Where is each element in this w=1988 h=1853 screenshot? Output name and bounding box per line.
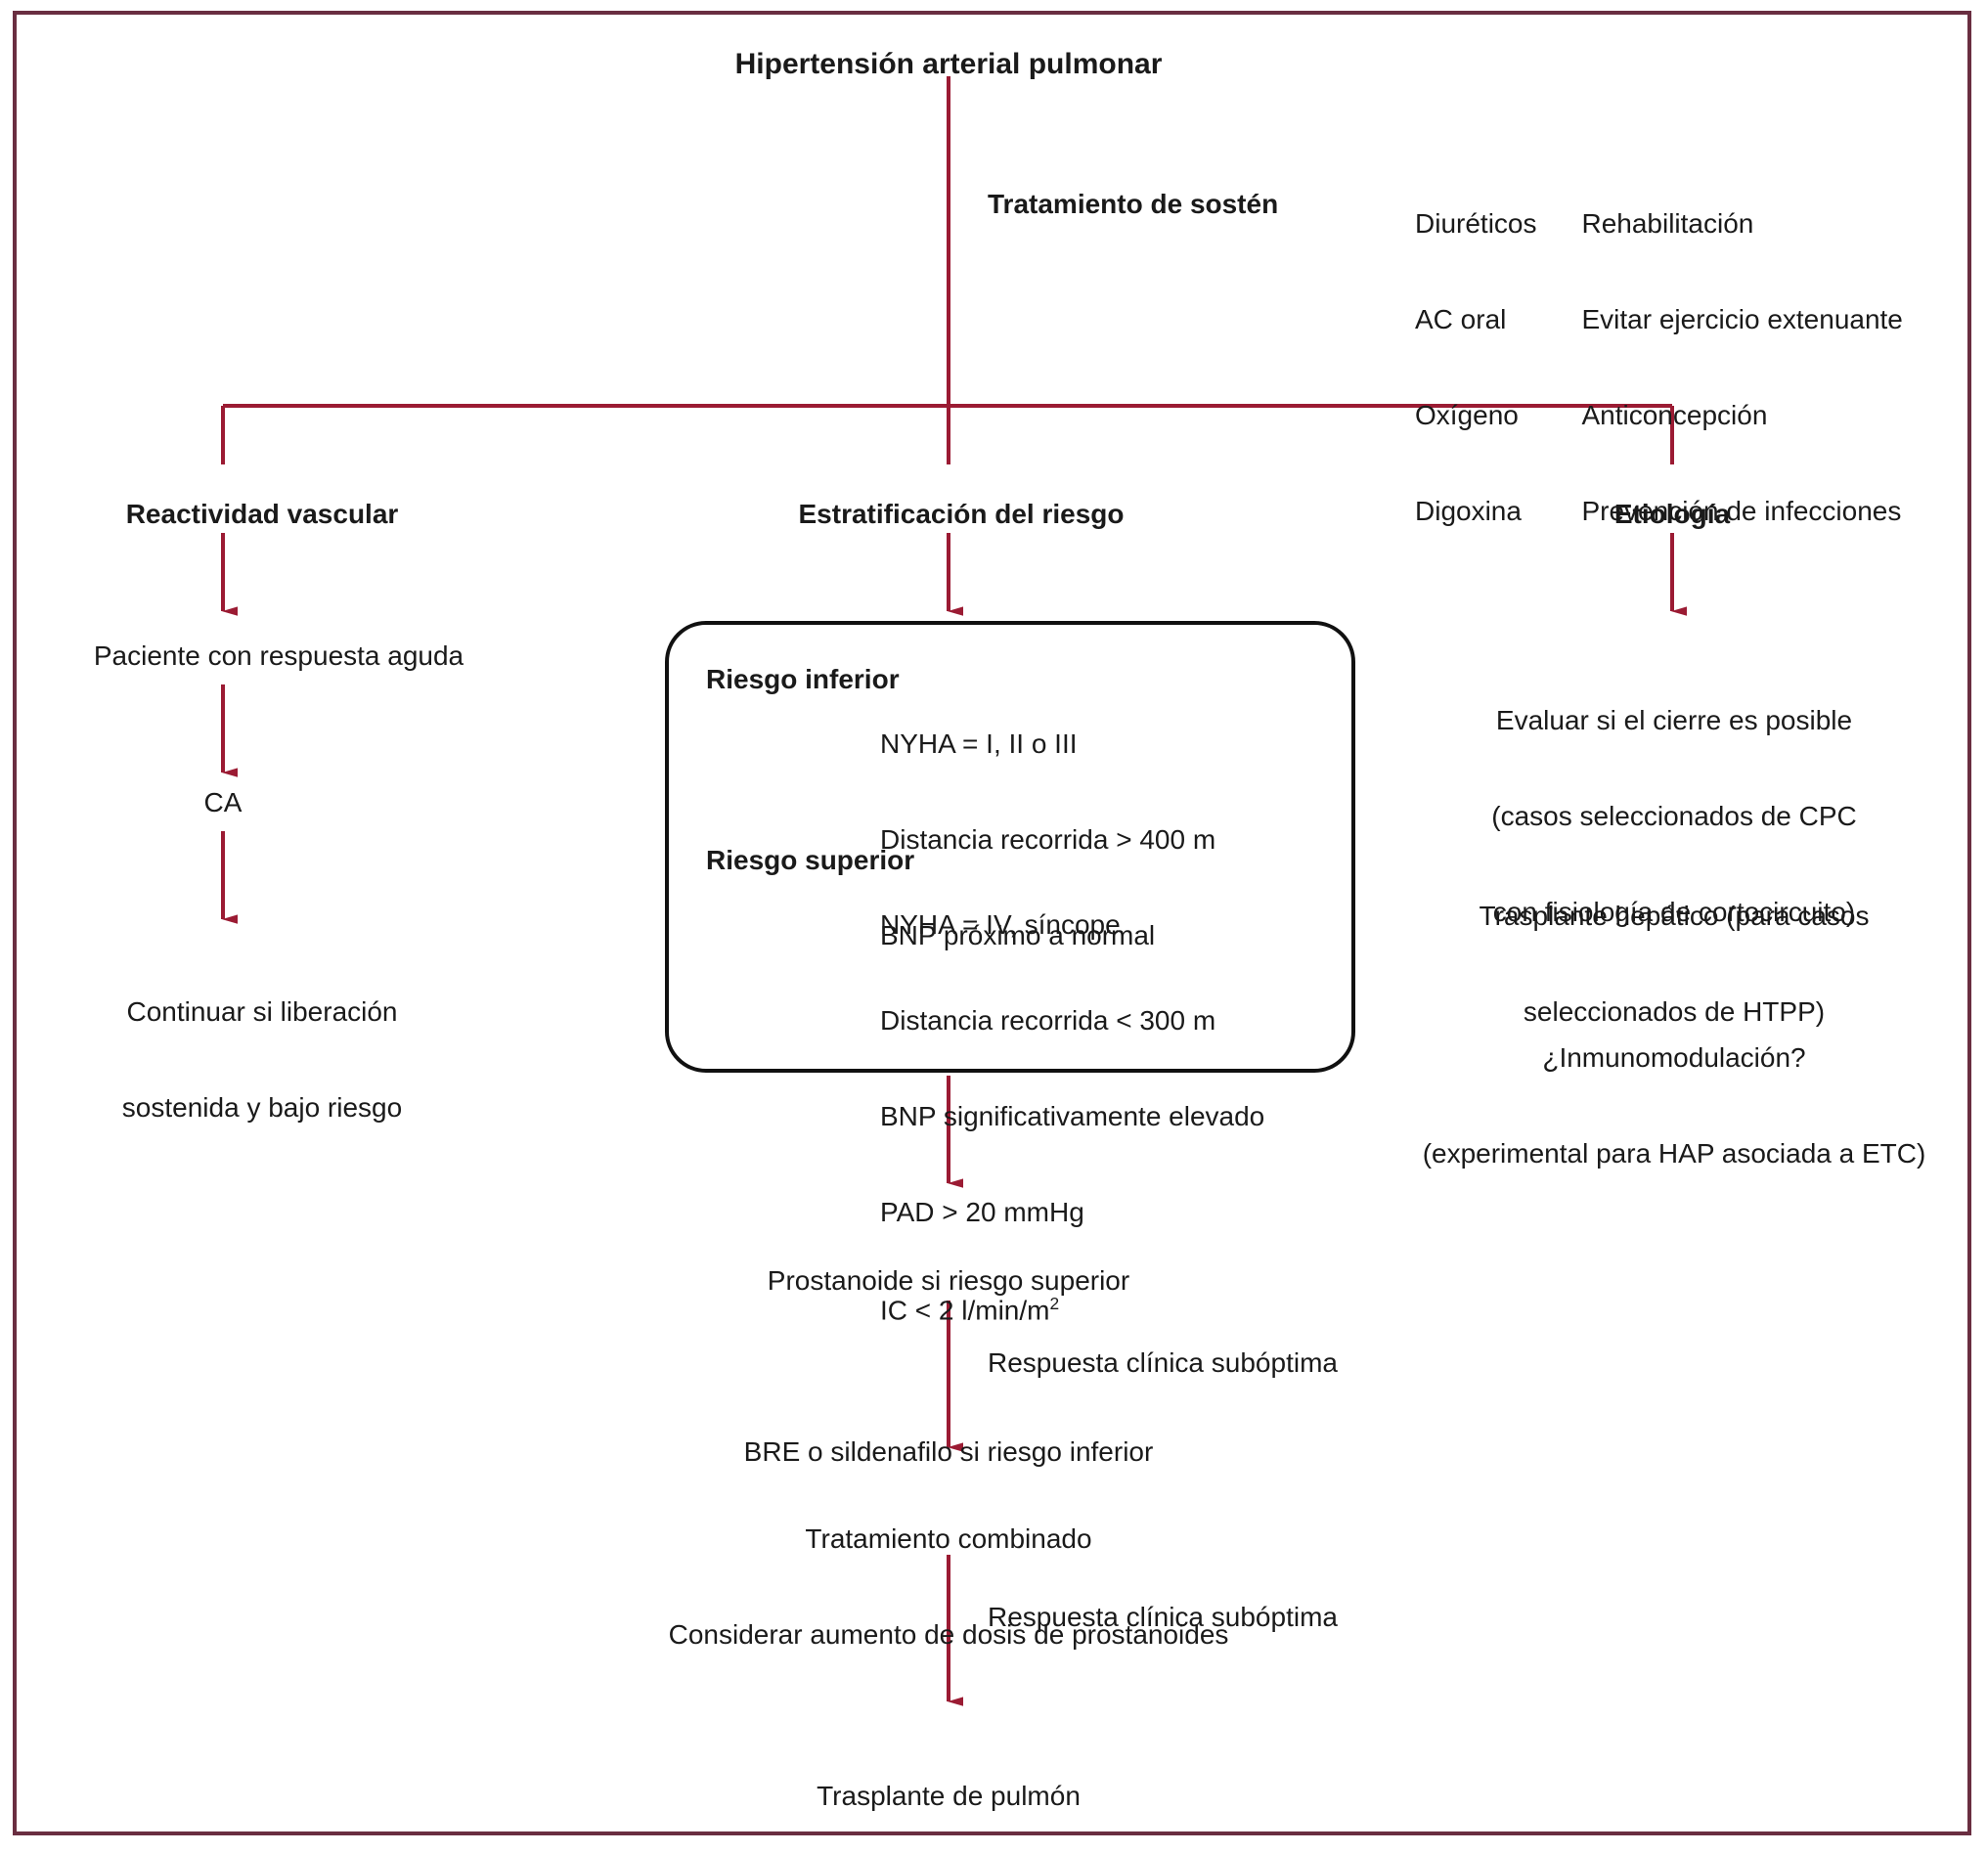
supportive-item: Rehabilitación xyxy=(1581,207,1754,239)
center-step3-line1: Trasplante de pulmón xyxy=(817,1780,1081,1811)
branch-heading-risk-stratification: Estratificación del riesgo xyxy=(798,499,1125,529)
risk-higher-criteria: NYHA = IV, síncope Distancia recorrida <… xyxy=(880,845,1264,1390)
risk-criterion: BNP próximo a normal xyxy=(880,920,1156,950)
left-step3-line1: Continuar si liberación xyxy=(126,995,398,1027)
ic-prefix: IC < 2 l/min/m xyxy=(880,1294,1050,1325)
supportive-item: AC oral xyxy=(1415,303,1507,334)
risk-stratification-box: Riesgo inferior NYHA = I, II o III Dista… xyxy=(665,621,1355,1325)
supportive-item: Oxígeno xyxy=(1415,400,1519,430)
etiology-item1-line2: (casos seleccionados de CPC xyxy=(1491,800,1857,831)
etiology-item1-line3: con fisiología de cortocircuito) xyxy=(1492,897,1856,927)
supportive-column-right: Rehabilitación Evitar ejercicio extenuan… xyxy=(1581,144,1902,593)
risk-criterion: PAD > 20 mmHg xyxy=(880,1197,1084,1228)
center-step-combination-therapy: Tratamiento combinado Considerar aumento… xyxy=(669,1459,1229,1715)
arrow-label-suboptimal-response-1: Respuesta clínica subóptima xyxy=(988,1347,1338,1378)
supportive-item: Prevención de infecciones xyxy=(1581,496,1902,527)
branch-heading-vascular-reactivity: Reactividad vascular xyxy=(125,499,399,529)
risk-group-higher: Riesgo superior NYHA = IV, síncope Dista… xyxy=(706,845,1264,1390)
etiology-item2-line2: seleccionados de HTPP) xyxy=(1523,995,1826,1027)
risk-criterion: NYHA = IV, síncope xyxy=(880,908,1121,940)
left-step-continue-if-sustained: Continuar si liberación sostenida y bajo… xyxy=(122,932,402,1188)
arrow-label-suboptimal-response-2: Respuesta clínica subóptima xyxy=(988,1602,1338,1632)
risk-criterion: Distancia recorrida > 400 m xyxy=(880,823,1216,855)
left-step3-line2: sostenida y bajo riesgo xyxy=(121,1091,403,1123)
center-step2-line1: Tratamiento combinado xyxy=(805,1522,1092,1554)
supportive-treatment-lists: Diuréticos AC oral Oxígeno Digoxina Reha… xyxy=(1415,144,1903,593)
etiology-item-immunomodulation: ¿Inmunomodulación? (experimental para HA… xyxy=(1423,978,1926,1234)
left-step-acute-responder: Paciente con respuesta aguda xyxy=(93,640,464,671)
center-step-initial-therapy: Prostanoide si riesgo superior BRE o sil… xyxy=(744,1201,1154,1533)
risk-criterion: BNP significativamente elevado xyxy=(880,1101,1265,1131)
center-step1-line1: Prostanoide si riesgo superior xyxy=(767,1264,1130,1296)
risk-lower-criteria: NYHA = I, II o III Distancia recorrida >… xyxy=(880,664,1215,1016)
risk-criterion: Distancia recorrida < 300 m xyxy=(880,1004,1216,1036)
left-step-ca: CA xyxy=(203,787,243,817)
etiology-item-liver-transplant: Trasplante hepático (para casos seleccio… xyxy=(1480,836,1870,1092)
supportive-item: Anticoncepción xyxy=(1581,400,1768,430)
ic-exponent: 2 xyxy=(1049,1293,1060,1313)
etiology-item3-line2: (experimental para HAP asociada a ETC) xyxy=(1422,1137,1926,1169)
center-step2-line2: Considerar aumento de dosis de prostanoi… xyxy=(668,1618,1229,1650)
risk-criterion-cardiac-index: IC < 2 l/min/m2 xyxy=(880,1294,1264,1327)
supportive-item: Diuréticos xyxy=(1415,207,1537,239)
risk-lower-label: Riesgo inferior xyxy=(706,664,900,694)
supportive-treatment-label: Tratamiento de sostén xyxy=(988,189,1279,219)
supportive-item: Digoxina xyxy=(1415,496,1522,527)
page-title: Hipertensión arterial pulmonar xyxy=(734,48,1163,80)
etiology-item3-line1: ¿Inmunomodulación? xyxy=(1542,1041,1806,1073)
etiology-item2-line1: Trasplante hepático (para casos xyxy=(1479,900,1870,931)
center-step1-line2: BRE o sildenafilo si riesgo inferior xyxy=(743,1436,1154,1468)
center-step-salvage-options: Trasplante de pulmón Septostomía auricul… xyxy=(816,1716,1082,1853)
supportive-item: Evitar ejercicio extenuante xyxy=(1581,303,1903,334)
risk-group-lower: Riesgo inferior NYHA = I, II o III Dista… xyxy=(706,664,1215,1016)
risk-criterion: NYHA = I, II o III xyxy=(880,728,1078,759)
supportive-column-left: Diuréticos AC oral Oxígeno Digoxina xyxy=(1415,144,1536,593)
branch-heading-etiology: Etiología xyxy=(1613,499,1731,529)
etiology-item1-line1: Evaluar si el cierre es posible xyxy=(1495,704,1853,735)
etiology-item-closure: Evaluar si el cierre es posible (casos s… xyxy=(1491,640,1857,993)
